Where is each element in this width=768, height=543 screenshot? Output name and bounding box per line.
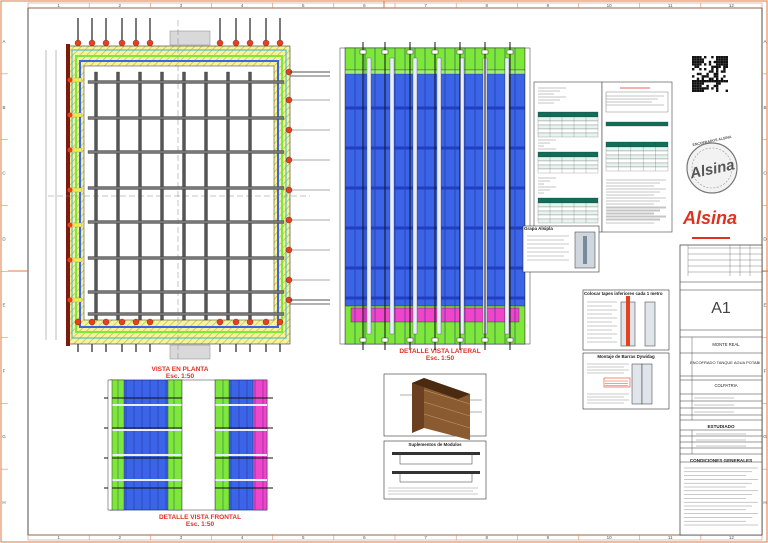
detail-tapes bbox=[582, 289, 670, 351]
frontal-panels bbox=[104, 379, 273, 511]
grid-col-label: 6 bbox=[363, 535, 366, 540]
qr-code-icon bbox=[692, 56, 728, 92]
grid-col-label: 11 bbox=[668, 535, 673, 540]
grid-row-label: B bbox=[2, 105, 5, 110]
grid-col-label: 9 bbox=[547, 3, 550, 8]
grid-row-label: H bbox=[763, 500, 766, 505]
grid-col-label: 12 bbox=[729, 3, 735, 8]
grid-col-label: 3 bbox=[180, 3, 183, 8]
frontal-view bbox=[104, 379, 273, 511]
suplementos-detail-title: Suplementos de Modulos bbox=[408, 442, 462, 447]
grid-col-label: 6 bbox=[363, 3, 366, 8]
detail-isometric bbox=[383, 373, 487, 440]
grid-row-label: F bbox=[3, 368, 6, 373]
grid-col-label: 4 bbox=[241, 535, 244, 540]
grid-col-label: 7 bbox=[424, 3, 427, 8]
lateral-panels bbox=[339, 42, 531, 350]
detail-grapa bbox=[522, 225, 600, 273]
lateral-view bbox=[339, 42, 531, 350]
project-description: ENCOFRADO TANQUE AGUA POTABLE bbox=[690, 360, 760, 365]
grid-col-label: 9 bbox=[547, 535, 550, 540]
grid-row-label: E bbox=[2, 302, 5, 307]
grid-row-label: F bbox=[764, 368, 767, 373]
grid-col-label: 12 bbox=[729, 535, 735, 540]
grid-col-label: 5 bbox=[302, 535, 305, 540]
spec-tables bbox=[537, 91, 669, 224]
tapes-detail-title: Colocar tapes inferiores cada 1 metro bbox=[584, 291, 663, 296]
grid-col-label: 11 bbox=[668, 3, 673, 8]
grid-row-label: A bbox=[763, 39, 766, 44]
project-name: MONTE REAL bbox=[712, 342, 740, 347]
note-text-lines bbox=[538, 87, 666, 224]
plan-tie-markers bbox=[67, 39, 293, 326]
grid-col-label: 5 bbox=[302, 3, 305, 8]
detail-suplementos bbox=[383, 440, 487, 500]
grid-col-label: 8 bbox=[485, 535, 488, 540]
plan-beams bbox=[69, 18, 330, 352]
grid-col-label: 10 bbox=[607, 3, 613, 8]
grid-row-label: B bbox=[763, 105, 766, 110]
grid-col-label: 8 bbox=[485, 3, 488, 8]
detail-barras bbox=[582, 352, 670, 410]
grid-row-label: C bbox=[763, 171, 767, 176]
grid-row-label: G bbox=[2, 434, 6, 439]
grid-col-label: 4 bbox=[241, 3, 244, 8]
plan-view bbox=[45, 18, 330, 360]
sheet-grid-ticks bbox=[1, 3, 767, 540]
grid-col-label: 7 bbox=[424, 535, 427, 540]
studied-section: ESTUDIADO bbox=[707, 424, 735, 429]
grid-row-label: C bbox=[2, 171, 6, 176]
grid-col-label: 10 bbox=[607, 535, 613, 540]
grid-col-label: 1 bbox=[57, 535, 60, 540]
client-name: COLPATRIA bbox=[714, 383, 738, 388]
alsina-logo: Alsina bbox=[682, 208, 737, 239]
grid-col-label: 1 bbox=[57, 3, 60, 8]
grid-row-label: G bbox=[763, 434, 767, 439]
sheet-format: A1 bbox=[711, 300, 731, 317]
grid-row-label: E bbox=[763, 302, 766, 307]
alsina-seal-icon: Alsina bbox=[686, 142, 738, 194]
grid-row-label: D bbox=[763, 237, 767, 242]
barras-detail-title: Montaje de Barras Dywidag bbox=[597, 354, 655, 359]
grid-col-label: 3 bbox=[180, 535, 183, 540]
alsina-logo-text: Alsina bbox=[682, 208, 737, 228]
grid-row-label: H bbox=[2, 500, 5, 505]
title-block bbox=[679, 244, 763, 536]
grid-row-label: A bbox=[2, 39, 5, 44]
notes-area bbox=[533, 81, 673, 233]
grid-col-label: 2 bbox=[118, 3, 121, 8]
grid-row-label: D bbox=[2, 237, 6, 242]
grid-col-label: 2 bbox=[118, 535, 121, 540]
grapa-detail-title: Grapa Alsipla bbox=[524, 226, 553, 231]
conditions-title: CONDICIONES GENERALES bbox=[689, 458, 753, 463]
